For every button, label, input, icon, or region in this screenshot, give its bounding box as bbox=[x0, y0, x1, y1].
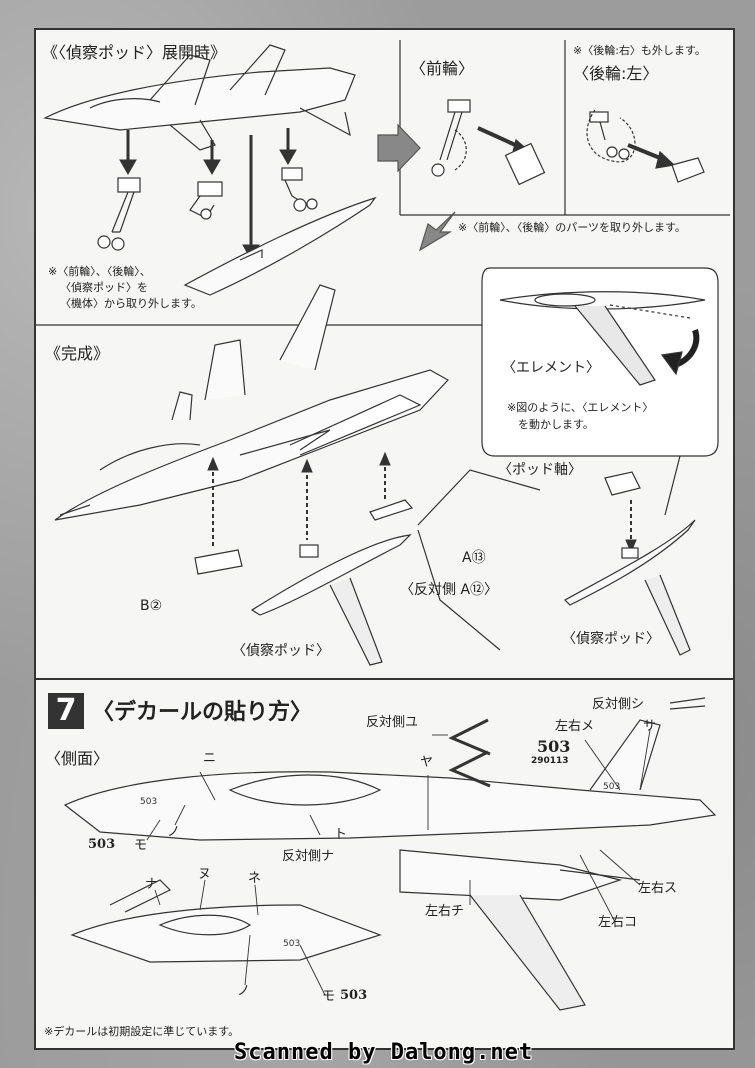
decal-sheet-bottom bbox=[34, 678, 735, 1050]
rear-wheel-left-label: 〈後輪:左〉 bbox=[573, 64, 659, 83]
rear-gear-part-a bbox=[189, 181, 223, 220]
decal-no-lower: ノ bbox=[237, 984, 251, 999]
decal-opposite-na: 反対側ナ bbox=[282, 849, 335, 864]
rear-wheel-right-note: ※〈後輪:右〉も外します。 bbox=[573, 44, 706, 57]
rear-wheel-part bbox=[586, 109, 636, 163]
decal-no-upper: ノ bbox=[167, 825, 181, 840]
decal-footnote: ※デカールは初期設定に準じています。 bbox=[44, 1025, 240, 1038]
svg-text:503: 503 bbox=[140, 797, 157, 807]
decal-ya: ヤ bbox=[420, 755, 434, 770]
decal-aircraft-lower bbox=[70, 879, 382, 963]
decal-lr-me: 左右メ bbox=[555, 719, 595, 734]
front-wheel-cover bbox=[504, 142, 546, 186]
recon-pod-drawing bbox=[183, 196, 377, 296]
chevron-decal-yu bbox=[448, 718, 491, 756]
decal-lr-ko: 左右コ bbox=[598, 915, 638, 930]
element-note-line-1: ※図のように、〈エレメント〉 bbox=[507, 401, 654, 414]
step-number-badge: 7 bbox=[48, 693, 84, 729]
deploy-title: 《〈偵察ポッド〉展開時》 bbox=[42, 43, 227, 62]
decal-na: ナ bbox=[145, 877, 159, 892]
pod-assembly-right bbox=[564, 471, 696, 656]
element-callout-box bbox=[481, 267, 719, 457]
decal-mo-lower: モ bbox=[322, 989, 336, 1004]
part-b2-drawing bbox=[194, 549, 243, 575]
front-wheel-label: 〈前輪〉 bbox=[410, 59, 475, 78]
decal-lr-chi: 左右チ bbox=[425, 904, 465, 919]
decal-label-503-mo: 503 bbox=[88, 837, 116, 852]
decal-ni: ニ bbox=[203, 751, 217, 766]
part-a12-opposite-label: 〈反対側 A⑫〉 bbox=[400, 582, 499, 598]
recon-pod-label-right: 〈偵察ポッド〉 bbox=[562, 631, 660, 647]
decal-number-503: 503 bbox=[537, 737, 571, 756]
part-b2-label: B② bbox=[140, 598, 163, 614]
rear-wheel-cover bbox=[671, 157, 705, 183]
decal-opposite-shi: 反対側シ bbox=[592, 697, 645, 712]
svg-text:503: 503 bbox=[283, 939, 300, 949]
element-label: 〈エレメント〉 bbox=[502, 360, 600, 376]
part-a13-label: A⑬ bbox=[462, 550, 486, 566]
decal-opposite-yu: 反対側ユ bbox=[366, 715, 419, 730]
front-wheel-part bbox=[431, 99, 471, 177]
stripe-decal-shi bbox=[669, 697, 706, 710]
element-note-line-2: を動かします。 bbox=[518, 418, 594, 431]
decal-ne: ネ bbox=[248, 871, 262, 886]
decal-to: ト bbox=[334, 827, 348, 842]
front-gear-part bbox=[97, 177, 141, 251]
side-view-label: 〈側面〉 bbox=[45, 749, 110, 768]
recon-pod-label-left: 〈偵察ポッド〉 bbox=[232, 643, 330, 659]
grey-arrow-right bbox=[377, 123, 421, 173]
scan-credit-watermark: Scanned by Dalong.net bbox=[234, 1040, 534, 1065]
complete-title: 《完成》 bbox=[45, 344, 110, 363]
decal-nu: ヌ bbox=[198, 867, 212, 882]
pod-axis-label: 〈ポッド軸〉 bbox=[498, 462, 582, 478]
decal-serial-number: 290113 bbox=[531, 756, 569, 766]
decal-mo-upper: モ bbox=[134, 838, 148, 853]
svg-text:503: 503 bbox=[603, 782, 620, 792]
chevron-decal-ya bbox=[448, 750, 491, 788]
completed-aircraft-drawing bbox=[54, 284, 449, 521]
part-a13-drawing bbox=[369, 499, 414, 521]
grey-arrow-down bbox=[418, 211, 456, 252]
pod-assembly-left bbox=[250, 534, 412, 666]
rear-gear-part-b bbox=[281, 167, 318, 212]
deploy-note-line-1: ※〈前輪〉、〈後輪〉、 bbox=[48, 265, 151, 278]
step7-title: 〈デカールの貼り方〉 bbox=[92, 700, 313, 725]
deploy-note-line-2: 〈偵察ポッド〉を bbox=[60, 281, 148, 294]
decal-sa: サ bbox=[643, 719, 657, 734]
remove-parts-note: ※〈前輪〉、〈後輪〉のパーツを取り外します。 bbox=[458, 221, 686, 234]
decal-label-mo-503: 503 bbox=[340, 988, 368, 1003]
aircraft-upper-drawing bbox=[43, 44, 356, 151]
decal-lr-su: 左右ス bbox=[638, 881, 678, 896]
deploy-note-line-3: 〈機体〉から取り外します。 bbox=[60, 297, 202, 310]
